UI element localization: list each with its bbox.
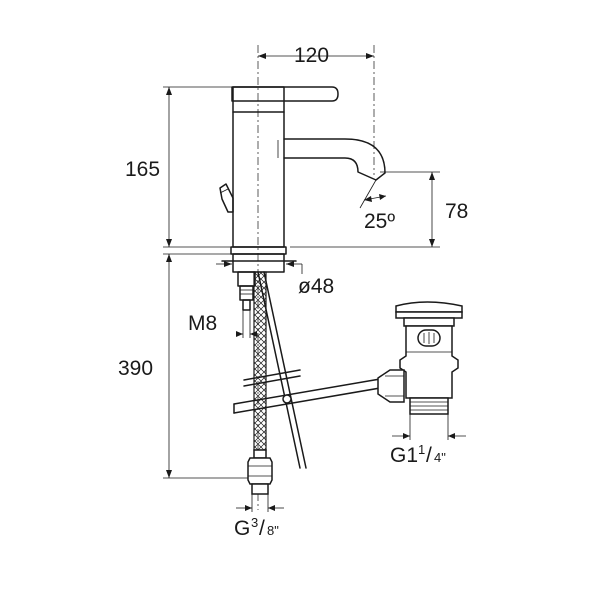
dim-waste-thread-label: G1 1 / 4" — [390, 442, 446, 467]
dim-spout-angle-label: 25º — [364, 210, 395, 233]
waste-drain — [377, 301, 463, 415]
dim-below-counter-label: 390 — [118, 357, 153, 380]
break-marks — [243, 369, 301, 387]
dim-hose-thread-label: G 3 / 8" — [234, 515, 279, 540]
dim-top-width-label: 120 — [294, 44, 329, 67]
braided-hose — [247, 271, 273, 495]
dim-stud-thread-label: M8 — [188, 312, 217, 335]
dim-base-diameter-label: ø48 — [298, 275, 334, 298]
svg-text:/: / — [259, 517, 265, 540]
svg-text:/: / — [426, 444, 432, 467]
hose-thread-numerator: 3 — [251, 515, 258, 530]
waste-thread-main: G1 — [390, 444, 418, 467]
faucet-body — [219, 86, 386, 273]
hose-thread-main: G — [234, 517, 250, 540]
dim-body-height-label: 165 — [125, 158, 160, 181]
popup-linkage — [233, 377, 387, 414]
dim-spout-height-label: 78 — [445, 200, 468, 223]
hose-thread-denominator: 8" — [267, 523, 279, 538]
dimension-lines — [163, 53, 466, 512]
waste-thread-numerator: 1 — [418, 442, 425, 457]
waste-thread-denominator: 4" — [434, 450, 446, 465]
